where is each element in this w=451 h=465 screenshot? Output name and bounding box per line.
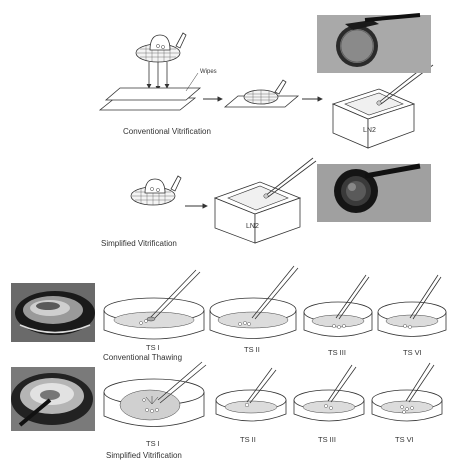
wipes-label: Wipes bbox=[200, 69, 217, 75]
ts-label-simp-1: TS I bbox=[146, 439, 160, 448]
dish-ts2-icon bbox=[209, 265, 299, 339]
conventional-vitrification-caption: Conventional Vitrification bbox=[123, 127, 211, 136]
ts-label-conv-1: TS I bbox=[146, 343, 160, 352]
dish-ts6-icon bbox=[377, 274, 447, 337]
conventional-vitrification-row: Wipes LN2 bbox=[98, 13, 434, 149]
ln2-label-top: LN2 bbox=[363, 127, 376, 134]
dish-simplified-ts3-icon bbox=[293, 364, 365, 422]
down-arrows-icon bbox=[146, 62, 170, 91]
dish-ts3-icon bbox=[303, 274, 373, 337]
grid-on-wipes-icon bbox=[223, 79, 300, 108]
wipes-sheets-icon bbox=[98, 87, 202, 111]
dish-ts1-icon bbox=[103, 269, 205, 340]
simplified-vitrification-caption-top: Simplified Vitrification bbox=[101, 239, 177, 248]
ln2-label-bottom: LN2 bbox=[246, 223, 259, 230]
ts-label-simp-3: TS III bbox=[318, 435, 336, 444]
dish-simplified-ts2-icon bbox=[215, 367, 287, 422]
embryo-micrograph-photo bbox=[317, 163, 431, 222]
grid-with-droplet-small-icon bbox=[130, 175, 182, 206]
ts-label-conv-4: TS VI bbox=[403, 348, 422, 357]
conventional-thawing-caption: Conventional Thawing bbox=[103, 353, 182, 362]
ln2-box-top-icon bbox=[331, 61, 434, 149]
conventional-thawing-row: TS I TS II TS III TS VI Conventional Tha… bbox=[11, 265, 447, 362]
ts-label-conv-3: TS III bbox=[328, 348, 346, 357]
ts-label-conv-2: TS II bbox=[244, 345, 260, 354]
thawing-photo-1 bbox=[11, 283, 95, 342]
wipes-pointer bbox=[185, 72, 199, 92]
grid-micrograph-photo bbox=[317, 13, 431, 73]
thawing-photo-2 bbox=[11, 367, 95, 431]
grid-with-droplet-icon bbox=[135, 32, 187, 63]
simplified-vitrification-caption-bottom: Simplified Vitrification bbox=[106, 451, 182, 460]
ts-label-simp-2: TS II bbox=[240, 435, 256, 444]
simplified-vitrification-row: LN2 Simplified Vitrification bbox=[101, 157, 431, 248]
ln2-box-bottom-icon bbox=[213, 157, 317, 244]
simplified-thawing-row: TS I TS II TS III TS VI Simplified Vitri… bbox=[11, 361, 443, 460]
dish-simplified-ts1-icon bbox=[103, 361, 207, 427]
ts-label-simp-4: TS VI bbox=[395, 435, 414, 444]
dish-simplified-ts6-icon bbox=[371, 362, 443, 422]
